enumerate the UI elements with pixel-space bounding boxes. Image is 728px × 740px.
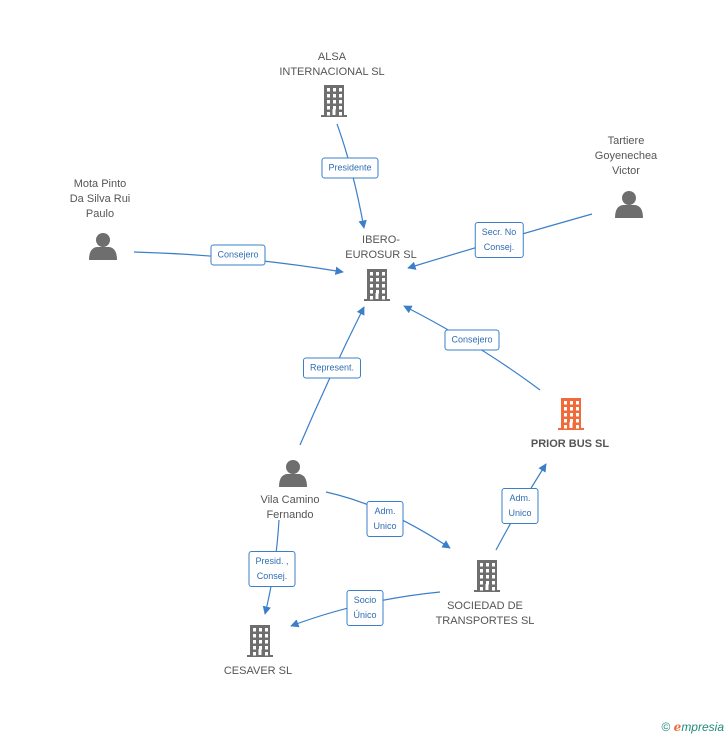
building-icon-cesaver[interactable]: [247, 625, 273, 657]
node-label-cesaver[interactable]: CESAVER SL: [223, 665, 293, 677]
node-label-vila[interactable]: Vila Camino Fernando: [260, 494, 320, 521]
person-icon-mota[interactable]: [89, 233, 117, 260]
node-label-mota[interactable]: Mota Pinto Da Silva Rui Paulo: [69, 178, 131, 220]
footer-brand: © empresia: [661, 720, 724, 734]
node-label-sociedad[interactable]: SOCIEDAD DE TRANSPORTES SL: [435, 600, 535, 627]
copyright-symbol: ©: [661, 720, 671, 734]
building-icon-prior[interactable]: [558, 398, 584, 430]
edge-label-tartiere-to-ibero[interactable]: Secr. No Consej.: [474, 222, 524, 258]
edge-label-sociedad-to-cesaver[interactable]: Socio Único: [346, 590, 384, 626]
person-icon-tartiere[interactable]: [615, 191, 643, 218]
person-icon-vila[interactable]: [279, 460, 307, 487]
edge-label-vila-to-sociedad[interactable]: Adm. Unico: [366, 501, 404, 537]
edge-label-vila-to-cesaver[interactable]: Presid. , Consej.: [248, 551, 296, 587]
node-label-prior[interactable]: PRIOR BUS SL: [530, 438, 610, 450]
node-label-ibero[interactable]: IBERO- EUROSUR SL: [345, 234, 417, 261]
node-label-tartiere[interactable]: Tartiere Goyenechea Victor: [594, 135, 658, 177]
edge-label-alsa-to-ibero[interactable]: Presidente: [321, 157, 379, 179]
building-icon-ibero[interactable]: [364, 269, 390, 301]
building-icon-alsa[interactable]: [321, 85, 347, 117]
brand-initial: e: [673, 720, 682, 734]
brand-name: mpresia: [681, 720, 724, 734]
building-icon-sociedad[interactable]: [474, 560, 500, 592]
node-label-alsa[interactable]: ALSA INTERNACIONAL SL: [279, 51, 385, 78]
edge-label-prior-to-ibero[interactable]: Consejero: [444, 329, 500, 351]
edge-label-sociedad-to-prior[interactable]: Adm. Unico: [501, 488, 539, 524]
edge-label-mota-to-ibero[interactable]: Consejero: [210, 244, 266, 266]
edges-layer: [133, 123, 593, 628]
edge-label-vila-to-ibero[interactable]: Represent.: [302, 357, 362, 379]
icons-layer: [89, 85, 643, 657]
